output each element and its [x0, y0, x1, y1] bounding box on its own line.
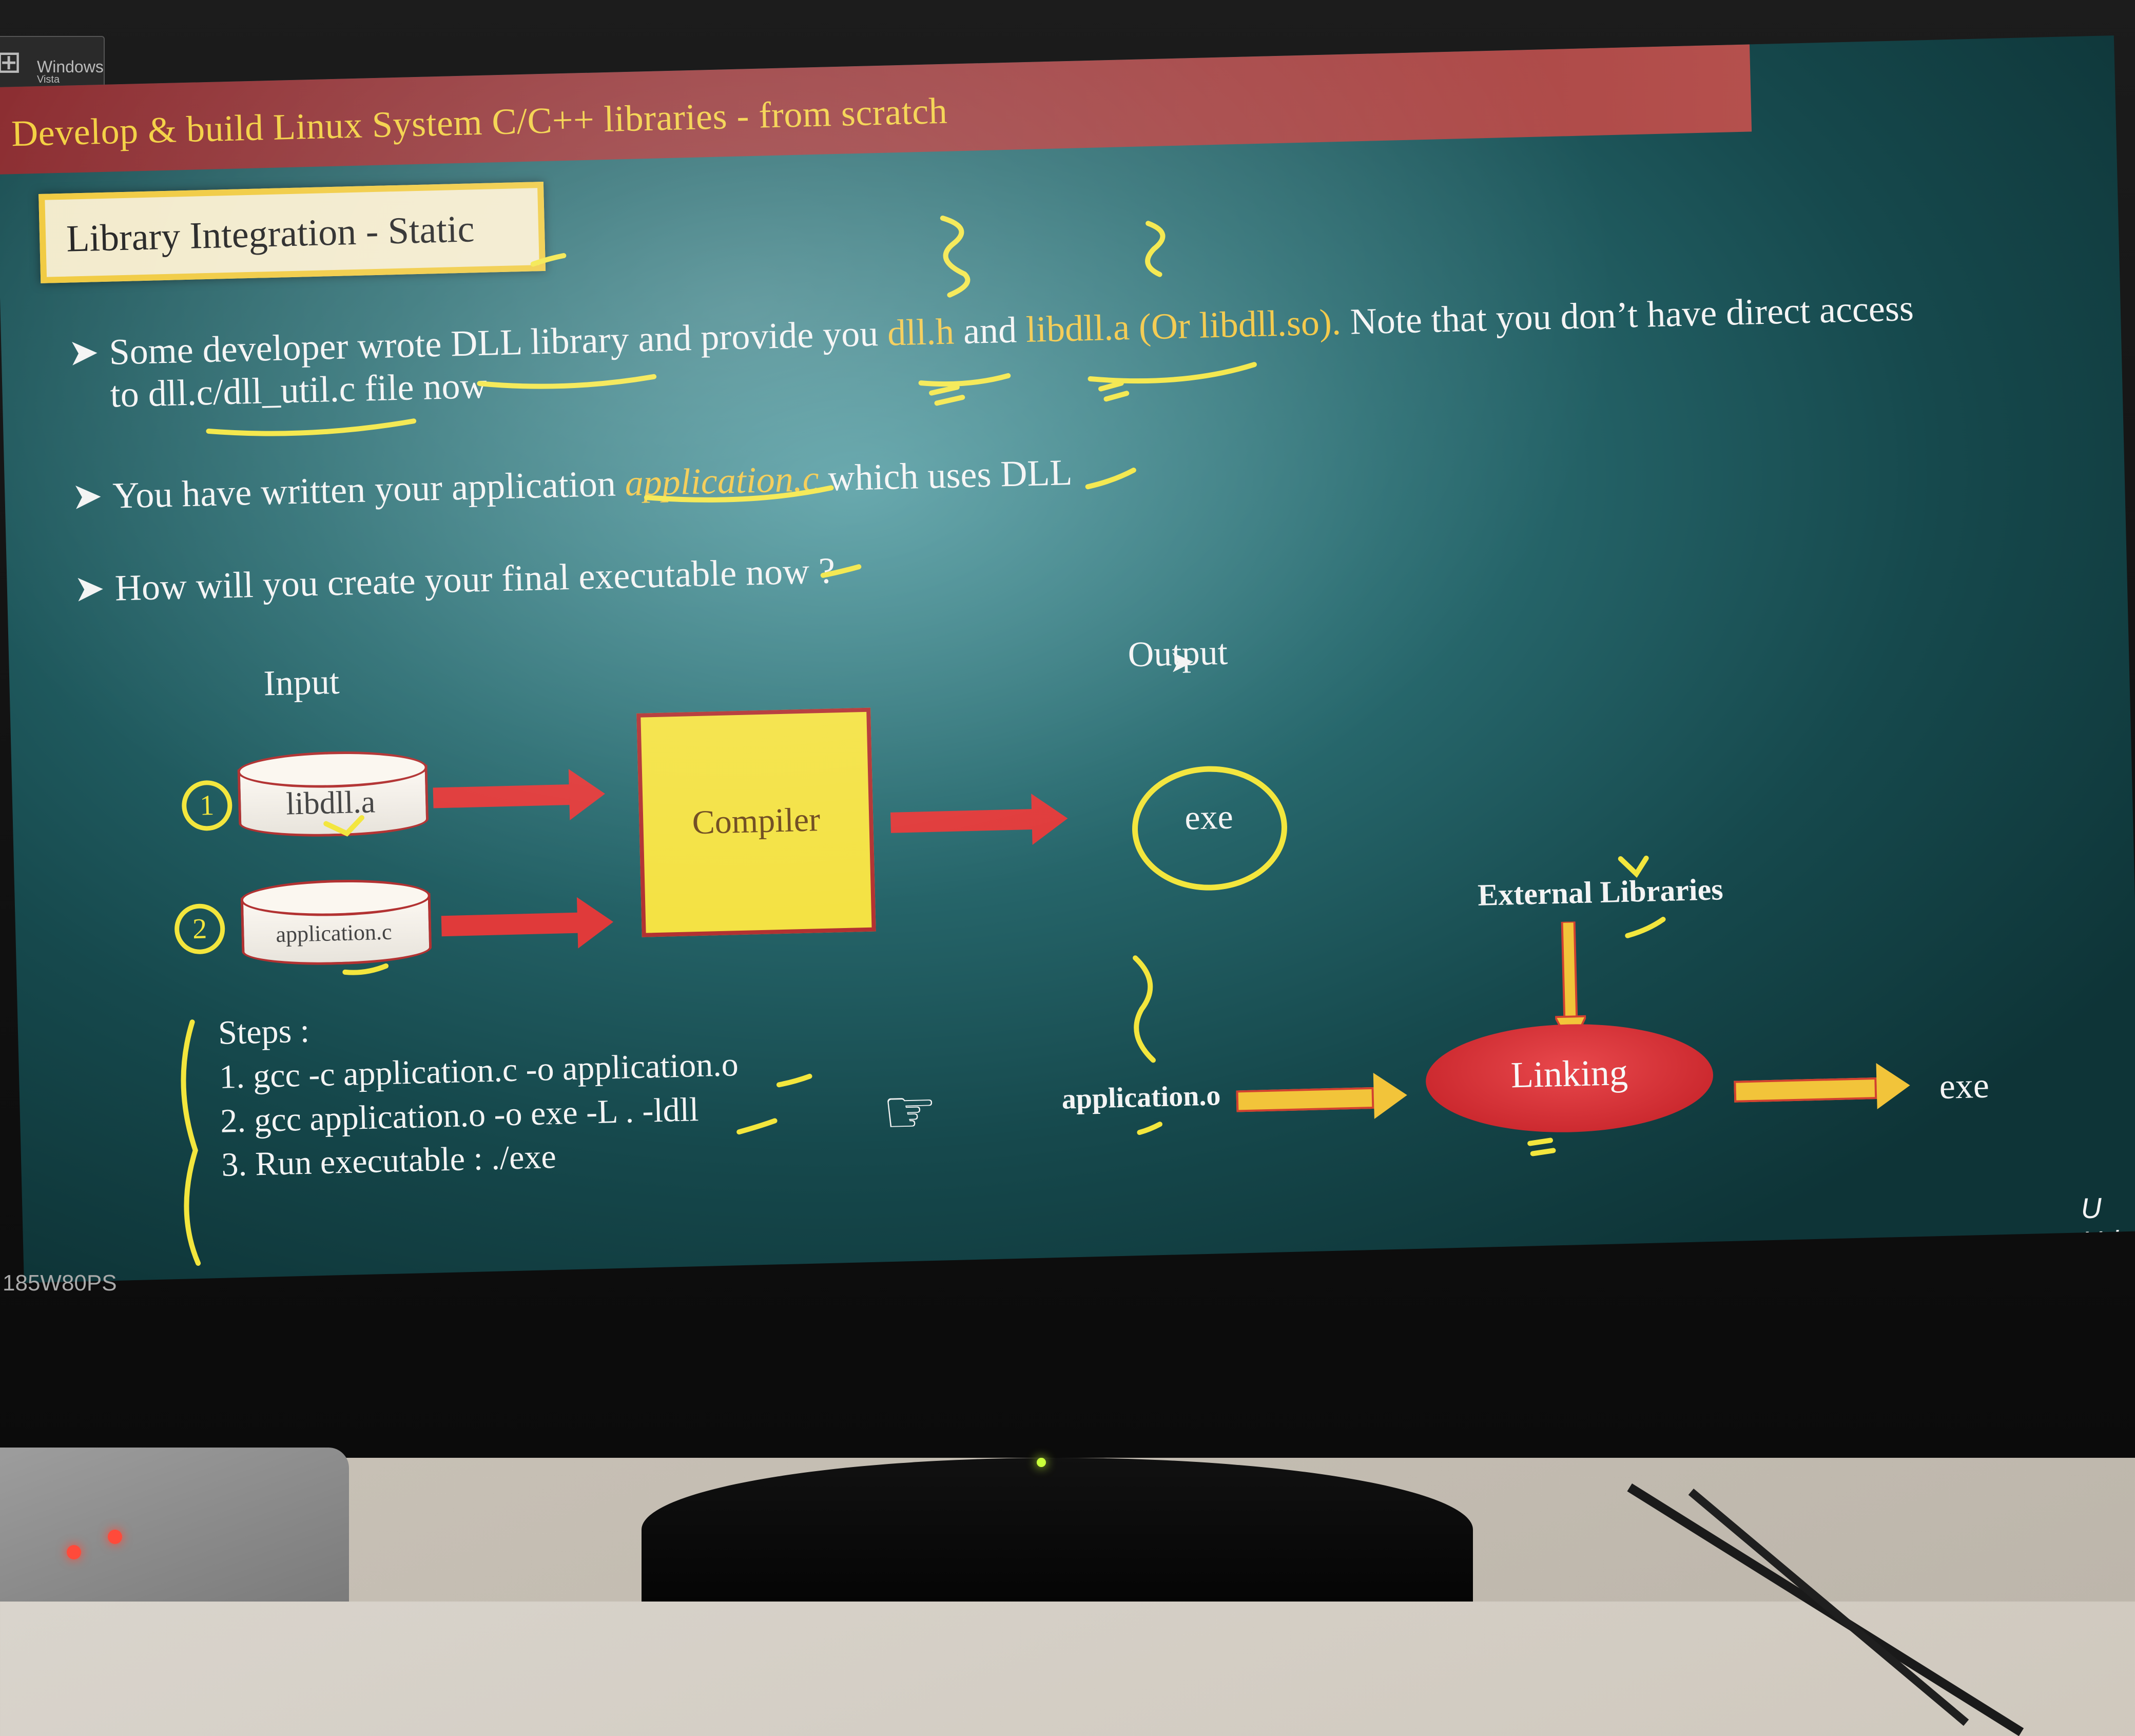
monitor-model-label: 185W80PS	[3, 1270, 117, 1296]
handwritten-annotations	[181, 215, 1666, 1266]
monitor-stand	[642, 1458, 1473, 1602]
status-led-icon	[108, 1530, 122, 1544]
power-led-icon	[1037, 1458, 1046, 1467]
network-device	[0, 1448, 349, 1602]
windows-vista-badge: ⊞ Windows Vista	[0, 36, 105, 89]
slide-screen: Develop & build Linux System C/C++ libra…	[0, 35, 2135, 1283]
windows-badge-line1: Windows	[37, 57, 104, 76]
status-led-icon	[67, 1545, 81, 1559]
cable	[1688, 1489, 1969, 1726]
windows-badge-line2: Vista	[37, 74, 60, 85]
windows-flag-icon: ⊞	[0, 45, 22, 79]
monitor-bezel: ⊞ Windows Vista Develop & build Linux Sy…	[0, 0, 2135, 1458]
